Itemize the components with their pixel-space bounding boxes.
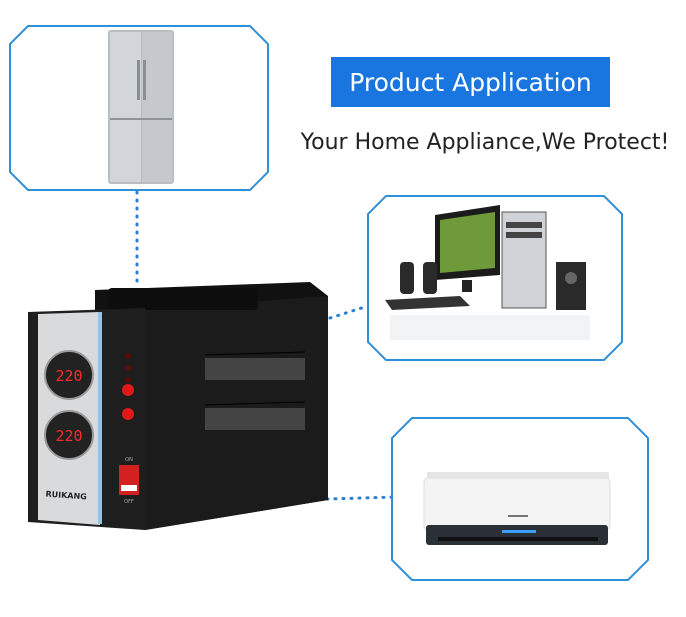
- voltage-stabilizer-image: [28, 282, 328, 530]
- switch-on-label: ON: [125, 457, 133, 463]
- computer-image: [385, 205, 590, 340]
- display-top: 220: [55, 367, 82, 385]
- refrigerator-image: [108, 30, 174, 184]
- page-subtitle: Your Home Appliance,We Protect!: [300, 130, 670, 155]
- switch-off-label: OFF: [124, 499, 134, 505]
- display-bottom: 220: [55, 427, 82, 445]
- brand-label: RUIKANG: [45, 490, 87, 502]
- air-conditioner-image: [423, 472, 611, 545]
- page-title: Product Application: [331, 57, 610, 107]
